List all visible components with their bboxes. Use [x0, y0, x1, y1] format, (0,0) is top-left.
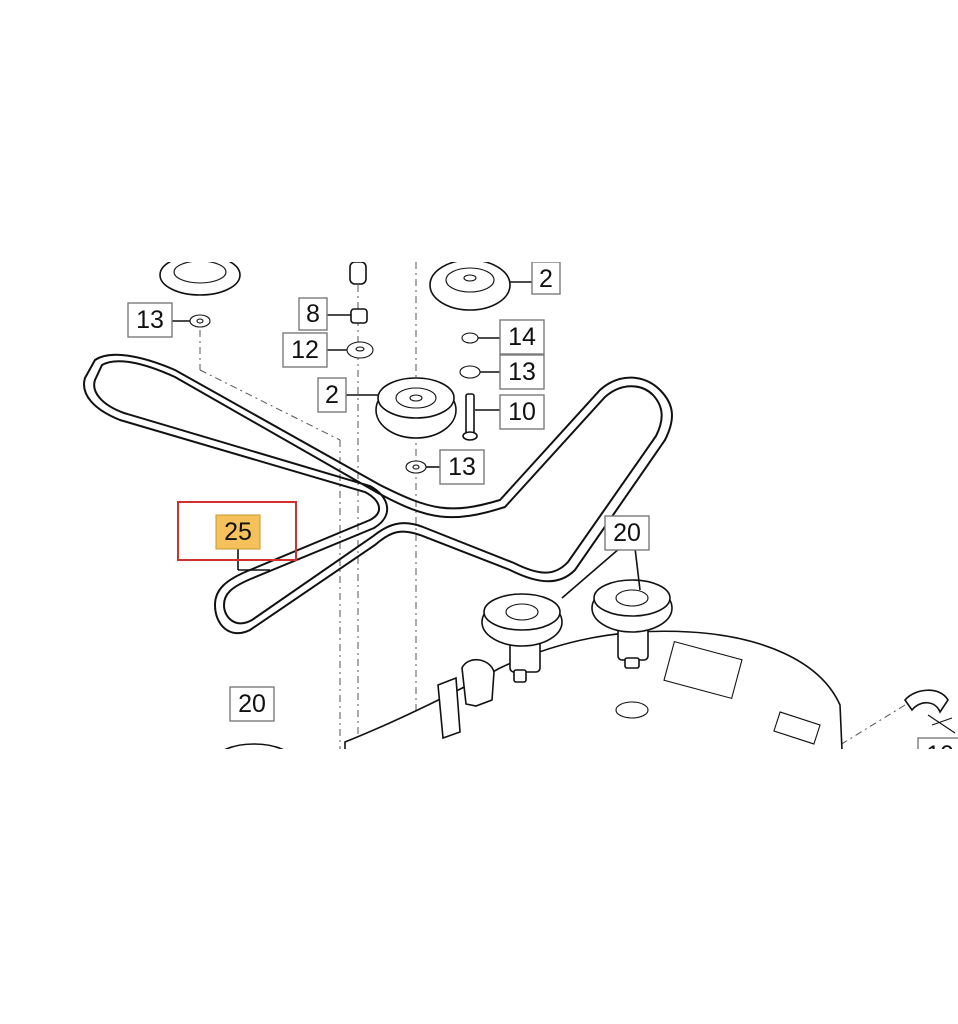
callout-box-10-edge — [917, 737, 958, 749]
pulley-top-right-bore — [463, 274, 477, 282]
spindle-pulley-20-left-hub — [505, 603, 539, 621]
callout-2a: 2 — [325, 381, 339, 409]
deck-bracket — [437, 676, 461, 740]
centerline-right — [839, 704, 906, 746]
callout-box-20a — [604, 515, 650, 551]
callout-box-13c — [439, 449, 485, 485]
spacer-12-hole — [355, 346, 365, 352]
spindle-20-left-tip — [513, 669, 527, 683]
callout-12: 12 — [291, 336, 319, 364]
callout-8: 8 — [306, 300, 320, 328]
callout-box-14 — [499, 319, 545, 355]
washer-13-center-hole — [412, 464, 420, 470]
washer-13-left-hole — [196, 318, 204, 324]
belt-inner — [93, 360, 663, 625]
nut-8 — [350, 308, 368, 324]
pulley-top-left-hub — [173, 262, 227, 284]
leader-20b — [634, 547, 641, 591]
callout-box-8 — [298, 297, 328, 331]
callout-14: 14 — [508, 323, 536, 351]
callout-25: 25 — [224, 518, 252, 546]
callout-box-13a — [127, 302, 173, 338]
spindle-pulley-20-right-hub — [615, 589, 649, 607]
washer-13-right — [459, 365, 481, 379]
callout-10-edge: 10 — [926, 741, 954, 769]
washer-14 — [461, 332, 479, 344]
callout-13c: 13 — [448, 453, 476, 481]
leader-20a — [561, 547, 621, 599]
spindle-pulley-20-bottom — [224, 743, 284, 749]
callout-box-13b — [499, 354, 545, 390]
callout-20a: 20 — [613, 519, 641, 547]
mower-deck — [344, 630, 843, 749]
bolt-10-head — [462, 431, 478, 441]
belt-outer — [83, 353, 673, 635]
callout-box-2a — [317, 377, 347, 413]
centerline-diag — [199, 369, 341, 441]
callout-box-12 — [282, 332, 328, 368]
callout-2b: 2 — [539, 265, 553, 293]
idler-pulley-2-bore — [409, 394, 423, 402]
deck-hole — [615, 701, 649, 719]
deck-plate — [663, 640, 743, 700]
callout-box-20b — [229, 686, 275, 722]
spindle-stub — [349, 262, 367, 285]
highlight-badge — [215, 514, 261, 550]
callout-13b: 13 — [508, 358, 536, 386]
spindle-20-right-tip — [624, 657, 640, 669]
deck-bracket-tab — [461, 659, 495, 707]
callout-10: 10 — [508, 398, 536, 426]
callout-box-10 — [499, 394, 545, 430]
callout-box-2b — [531, 262, 561, 295]
callout-20b: 20 — [238, 690, 266, 718]
highlight-frame — [177, 501, 297, 561]
pin-clip — [903, 689, 949, 714]
callout-13a: 13 — [136, 306, 164, 334]
deck-slot — [773, 711, 821, 745]
spring-clip — [927, 714, 956, 734]
